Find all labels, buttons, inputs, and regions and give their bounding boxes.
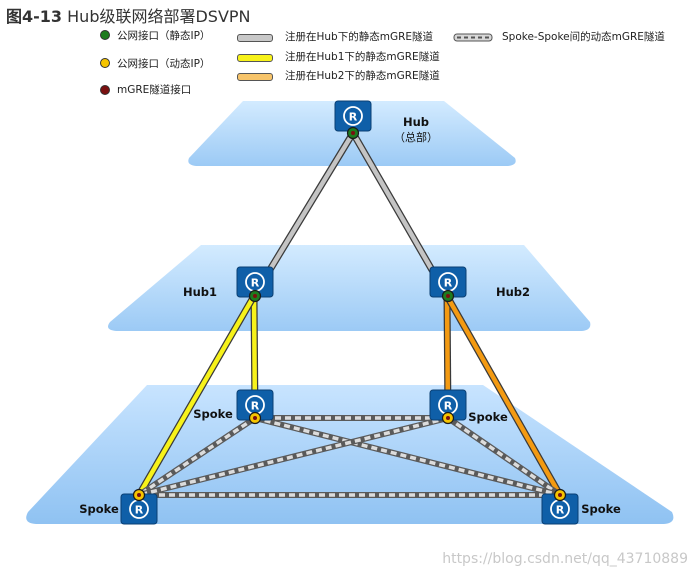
spoke-b-to-spoke-d-tunnel: [446, 415, 562, 498]
hub-label: Hub: [403, 115, 429, 129]
spoke-d-label: Spoke: [581, 502, 621, 516]
hub1-to-spoke-c-tunnel: [135, 294, 258, 497]
hub2-to-spoke-d-tunnel: [443, 294, 564, 497]
spoke-a-router-icon: R: [236, 389, 274, 421]
hub1-static-ip-interface: [248, 289, 262, 303]
spoke-layer-plane: [26, 385, 674, 524]
legend-static-ip: 公网接口（静态IP）: [117, 30, 211, 42]
figure-title: 图4-13 Hub级联网络部署DSVPN: [6, 3, 251, 27]
legend-mgre-interface: mGRE隧道接口: [117, 84, 192, 96]
hub1-tunnel-legend-icon: [237, 54, 273, 62]
figure-title-text: Hub级联网络部署DSVPN: [67, 7, 251, 26]
svg-text:R: R: [251, 400, 260, 413]
spoke-tunnel-legend-icon: [453, 33, 493, 42]
hub2-tunnel-legend-icon: [237, 73, 273, 81]
mgre-interface-legend-icon: [100, 85, 110, 95]
spoke-a-label: Spoke: [193, 407, 233, 421]
spoke-mesh-tunnels: [137, 415, 562, 498]
svg-text:R: R: [349, 111, 358, 124]
hub-sublabel: （总部）: [394, 130, 438, 144]
legend-hub1-tunnel: 注册在Hub1下的静态mGRE隧道: [285, 51, 440, 63]
svg-text:R: R: [444, 400, 453, 413]
hub2-label: Hub2: [496, 285, 530, 299]
svg-text:R: R: [444, 277, 453, 290]
watermark: https://blog.csdn.net/qq_43710889: [442, 551, 688, 567]
spoke-b-dynamic-ip-interface: [441, 411, 455, 425]
spoke-b-label: Spoke: [468, 410, 508, 424]
hub-tunnel-legend-icon: [237, 34, 273, 42]
svg-text:R: R: [251, 277, 260, 290]
static-ip-legend-icon: [100, 30, 110, 40]
spoke-a-to-spoke-c-tunnel: [137, 415, 257, 498]
svg-text:R: R: [556, 504, 565, 517]
hub2-router-icon: R: [429, 266, 467, 298]
legend-spoke-tunnel: Spoke-Spoke间的动态mGRE隧道: [502, 31, 665, 43]
dynamic-ip-legend-icon: [100, 58, 110, 68]
figure-number: 图4-13: [6, 7, 63, 26]
hub-router-icon: R: [334, 100, 372, 132]
legend-hub-tunnel: 注册在Hub下的静态mGRE隧道: [285, 31, 434, 43]
spoke-a-dynamic-ip-interface: [248, 411, 262, 425]
hub1-hub2-layer-plane: [108, 245, 591, 331]
hub1-label: Hub1: [183, 285, 217, 299]
hub-static-ip-interface: [346, 126, 360, 140]
hub2-static-ip-interface: [441, 289, 455, 303]
legend-hub2-tunnel: 注册在Hub2下的静态mGRE隧道: [285, 70, 440, 82]
legend-dynamic-ip: 公网接口（动态IP）: [117, 58, 211, 70]
spoke-c-label: Spoke: [79, 502, 119, 516]
spoke-b-to-spoke-c-tunnel: [138, 415, 449, 498]
spoke-d-dynamic-ip-interface: [553, 488, 567, 502]
spoke-c-dynamic-ip-interface: [132, 488, 146, 502]
spoke-a-to-spoke-d-tunnel: [254, 415, 561, 498]
svg-text:R: R: [135, 504, 144, 517]
